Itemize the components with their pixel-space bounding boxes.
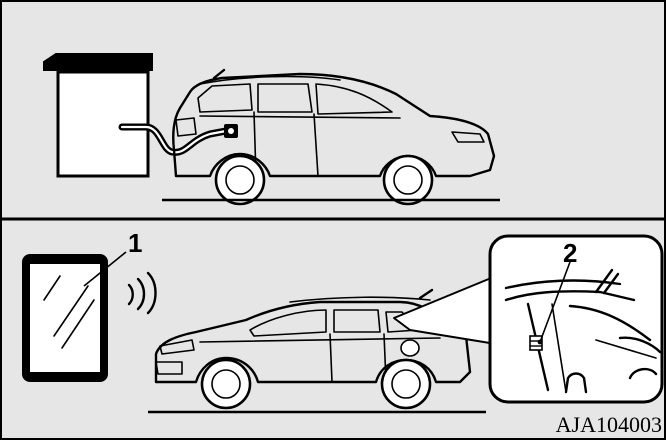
detail-inset: 2: [490, 236, 662, 402]
callout-label-2: 2: [563, 238, 577, 268]
charging-station-icon: [44, 54, 152, 176]
smartphone-icon: [22, 254, 108, 382]
figure-code: AJA104003: [556, 412, 662, 437]
callout-label-1: 1: [128, 228, 142, 258]
